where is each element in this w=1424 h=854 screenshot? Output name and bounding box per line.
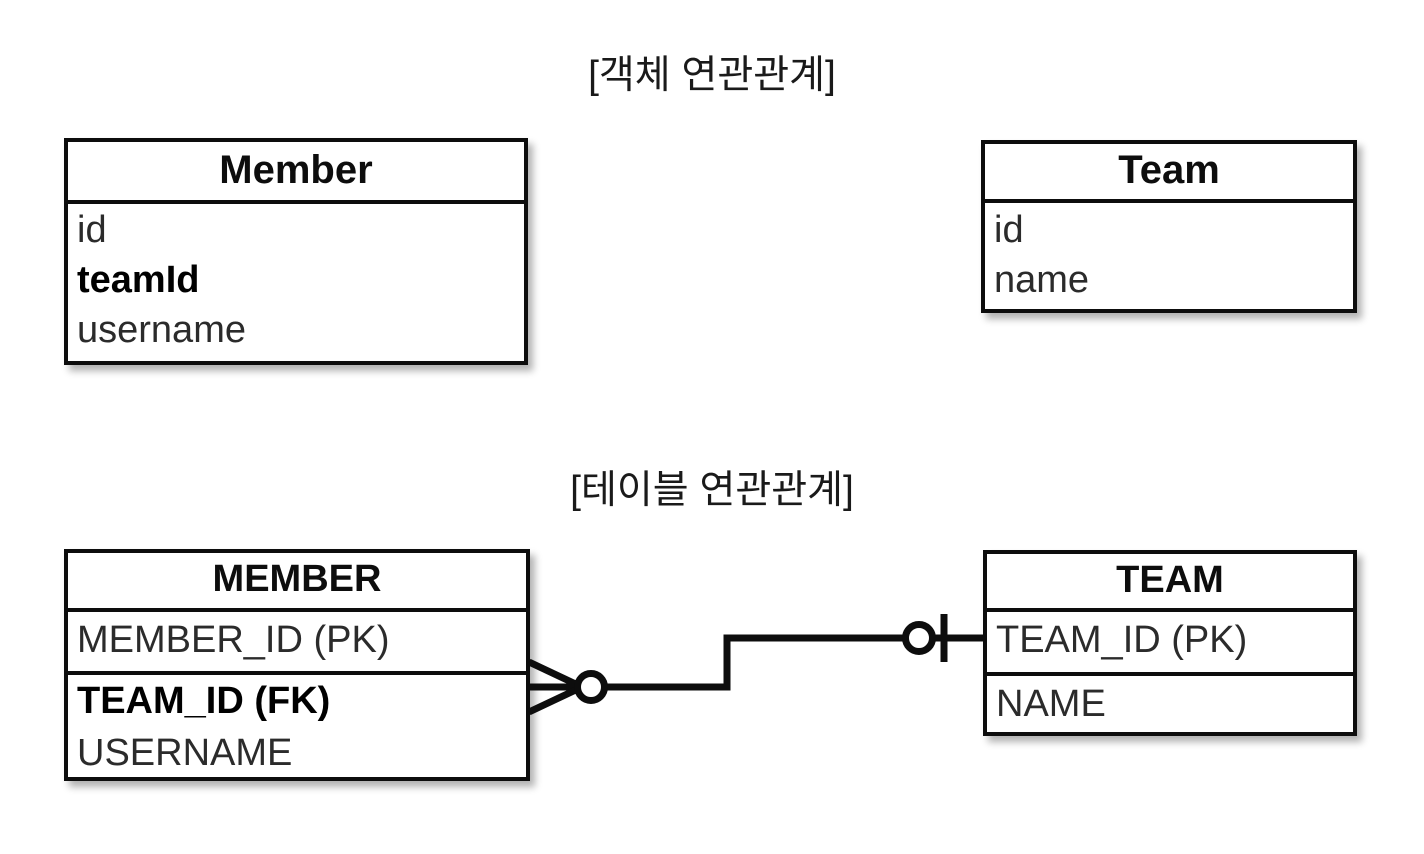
relationship-path xyxy=(603,634,906,691)
entity-member-table-pk: MEMBER_ID (PK) xyxy=(68,612,526,671)
entity-team-table-pk: TEAM_ID (PK) xyxy=(987,612,1353,672)
cardinality-zero-circle-team-icon xyxy=(902,621,936,655)
column-member-id-pk: MEMBER_ID (PK) xyxy=(77,619,390,661)
field-id: id xyxy=(994,209,1024,251)
crowsfoot-many-icon xyxy=(527,658,584,716)
entity-member-object-fields: id teamId username xyxy=(68,204,524,361)
entity-team-table-columns: NAME xyxy=(987,672,1353,732)
entity-member-table[interactable]: MEMBER MEMBER_ID (PK) TEAM_ID (FK) USERN… xyxy=(64,549,530,781)
entity-member-object[interactable]: Member id teamId username xyxy=(64,138,528,365)
field-id: id xyxy=(77,209,107,251)
column-username: USERNAME xyxy=(77,732,293,774)
entity-team-object-title: Team xyxy=(985,144,1353,203)
column-team-id-fk: TEAM_ID (FK) xyxy=(77,680,331,722)
entity-member-table-columns: TEAM_ID (FK) USERNAME xyxy=(68,671,526,781)
field-teamid: teamId xyxy=(77,259,200,301)
field-name: name xyxy=(994,259,1090,301)
entity-team-table[interactable]: TEAM TEAM_ID (PK) NAME xyxy=(983,550,1357,736)
entity-member-table-title: MEMBER xyxy=(68,553,526,612)
object-model-title: [객체 연관관계] xyxy=(588,54,836,97)
field-username: username xyxy=(77,309,246,351)
column-team-id-pk: TEAM_ID (PK) xyxy=(996,619,1248,661)
table-model-title: [테이블 연관관계] xyxy=(570,469,854,512)
cardinality-zero-circle-member-icon xyxy=(574,670,608,704)
entity-team-object-fields: id name xyxy=(985,203,1353,309)
entity-member-object-title: Member xyxy=(68,142,524,204)
entity-team-table-title: TEAM xyxy=(987,554,1353,612)
column-name: NAME xyxy=(996,683,1106,725)
entity-team-object[interactable]: Team id name xyxy=(981,140,1357,313)
